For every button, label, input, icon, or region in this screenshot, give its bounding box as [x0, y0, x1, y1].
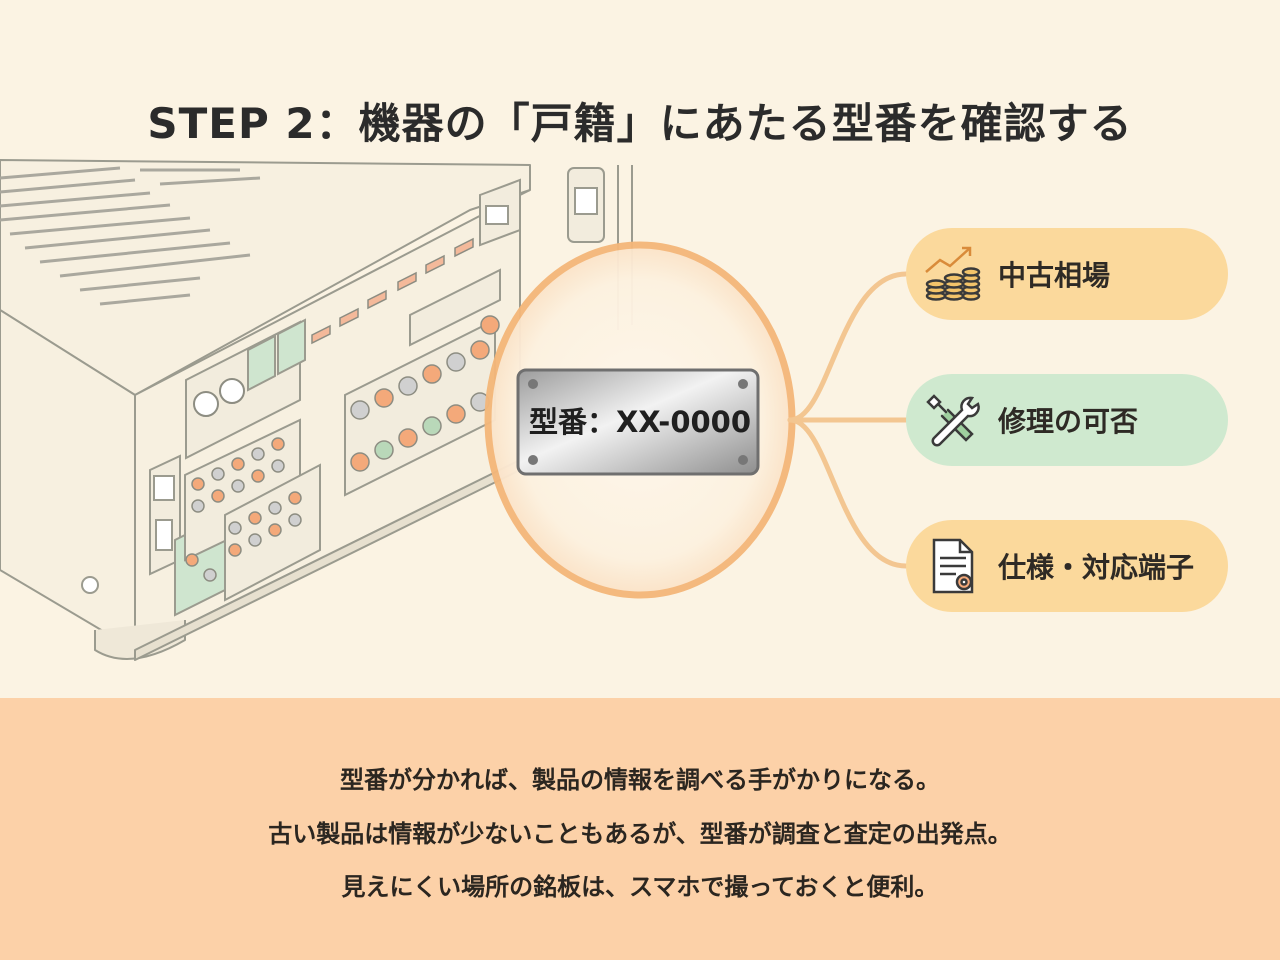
top-vents: [0, 166, 261, 306]
caption-band: 型番が分かれば、製品の情報を調べる手がかりになる。 古い製品は情報が少ないことも…: [0, 698, 1280, 960]
xlr-jacks: [193, 378, 245, 417]
wrench-screwdriver-icon: [920, 388, 984, 452]
document-icon: [920, 534, 984, 598]
rca-jacks: [185, 437, 302, 582]
connector-lines: [787, 271, 909, 569]
speaker-terminals: [350, 315, 500, 472]
card-label: 修理の可否: [998, 405, 1139, 438]
caption-line: 型番が分かれば、製品の情報を調べる手がかりになる。: [340, 766, 940, 794]
card-label: 中古相場: [998, 259, 1111, 292]
hdmi-ports: [311, 237, 474, 345]
card-label: 仕様・対応端子: [998, 551, 1195, 584]
page-title: STEP 2：機器の「戸籍」にあたる型番を確認する: [147, 99, 1133, 149]
model-nameplate: 型番：XX-0000: [516, 368, 760, 476]
caption-line: 古い製品は情報が少ないこともあるが、型番が調査と査定の出発点。: [268, 820, 1012, 848]
av-receiver-illustration: 型番：XX-0000: [0, 159, 909, 661]
card-specifications: 仕様・対応端子: [906, 520, 1228, 612]
nameplate-text: 型番：XX-0000: [529, 405, 751, 439]
card-market-price: 中古相場: [906, 228, 1228, 320]
card-repairability: 修理の可否: [906, 374, 1228, 466]
coins-chart-icon: [920, 242, 984, 306]
caption-line: 見えにくい場所の銘板は、スマホで撮っておくと便利。: [341, 873, 939, 901]
